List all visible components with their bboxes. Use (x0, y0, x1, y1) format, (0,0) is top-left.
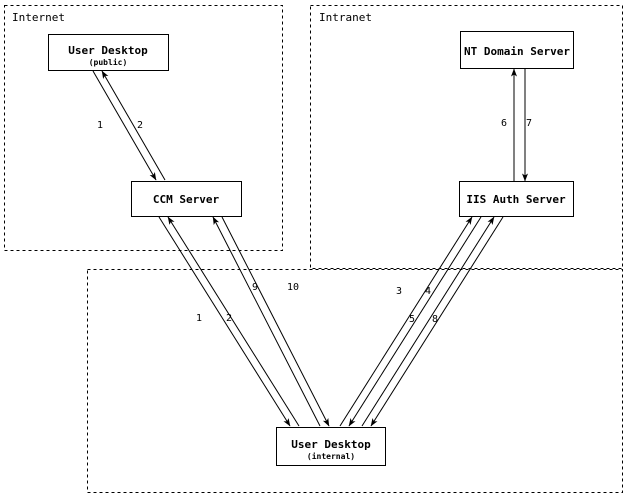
node-box-nt-domain-server[interactable] (459, 30, 575, 70)
flow-arrow-step4 (348, 216, 482, 427)
step-label-5: 5 (409, 314, 415, 325)
node-title-nt-domain-server: NT Domain Server (464, 45, 570, 58)
flow-arrow-step3 (339, 216, 473, 427)
zone-label-internet: Internet (12, 11, 65, 24)
node-iis-auth-server[interactable]: IIS Auth Server (458, 180, 575, 218)
node-user-desktop-public[interactable]: User Desktop (public) (47, 33, 170, 72)
node-nt-domain-server[interactable]: NT Domain Server (459, 30, 575, 70)
node-title-iis-auth-server: IIS Auth Server (466, 193, 566, 206)
node-user-desktop-internal[interactable]: User Desktop (internal) (275, 426, 387, 467)
flow-iis-nt-domain (511, 68, 528, 182)
flow-arrow-step8 (370, 216, 504, 427)
flow-internal-desktop-iis-58 (361, 216, 504, 427)
flow-arrow-step9 (212, 216, 321, 427)
zone-boundary-internet (4, 5, 283, 251)
node-ccm-server[interactable]: CCM Server (130, 180, 243, 218)
step-label-7: 7 (526, 118, 532, 129)
flow-ccm-internal-desktop-910 (212, 216, 330, 427)
flow-arrow-step1-internal (158, 216, 291, 427)
step-label-4: 4 (425, 286, 431, 297)
node-title-user-desktop-internal: User Desktop (291, 438, 371, 451)
step-label-8: 8 (432, 314, 438, 325)
step-label-1-public: 1 (97, 120, 103, 131)
flow-arrow-step1-public (92, 70, 157, 181)
flow-public-desktop-ccm (92, 70, 166, 181)
step-label-2-internal: 2 (226, 313, 232, 324)
step-label-3: 3 (396, 286, 402, 297)
node-title-ccm-server: CCM Server (153, 193, 220, 206)
node-subtitle-user-desktop-internal: (internal) (307, 451, 355, 461)
step-label-2-public: 2 (137, 120, 143, 131)
flow-arrow-step2-internal (167, 216, 300, 427)
flow-arrow-step2-public (101, 70, 166, 181)
node-subtitle-user-desktop-public: (public) (89, 57, 128, 67)
step-label-6: 6 (501, 118, 507, 129)
node-box-iis-auth-server[interactable] (458, 180, 575, 218)
node-box-ccm-server[interactable] (130, 180, 243, 218)
node-box-user-desktop-public[interactable] (47, 33, 170, 72)
flow-internal-desktop-iis-34 (339, 216, 482, 427)
node-title-user-desktop-public: User Desktop (68, 44, 148, 57)
node-box-user-desktop-internal[interactable] (275, 426, 387, 467)
step-label-9: 9 (252, 282, 258, 293)
zone-boundary-internal (87, 269, 623, 493)
flow-ccm-internal-desktop-12 (158, 216, 300, 427)
zone-label-intranet: Intranet (319, 11, 372, 24)
flow-arrow-step10 (221, 216, 330, 427)
zone-boundary-intranet (310, 5, 623, 269)
step-label-1-internal: 1 (196, 313, 202, 324)
flow-arrow-step5 (361, 216, 495, 427)
step-label-10: 10 (287, 282, 299, 293)
